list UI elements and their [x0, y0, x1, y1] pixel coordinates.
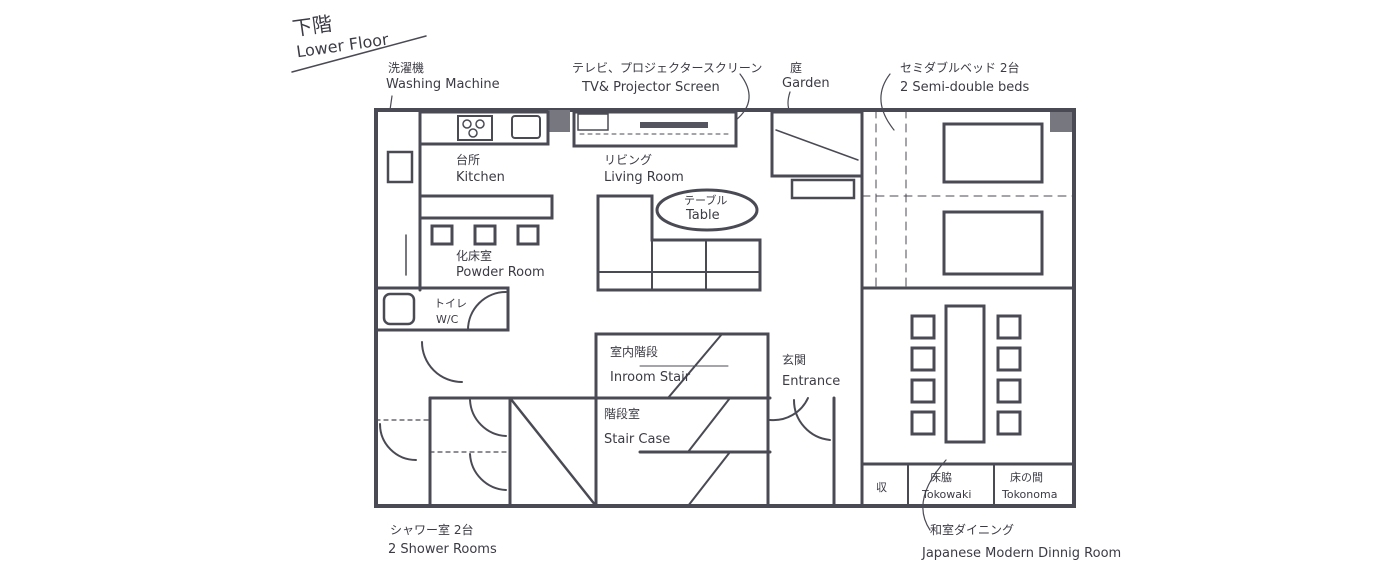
label-powder-en: Powder Room [456, 265, 545, 280]
label-kitchen-en: Kitchen [456, 170, 505, 185]
label-beds-en: 2 Semi-double beds [900, 80, 1030, 95]
label-living-en: Living Room [604, 170, 684, 185]
label-tokowaki-en: Tokowaki [922, 488, 972, 501]
label-entrance-jp: 玄関 [782, 353, 807, 367]
label-washing-en: Washing Machine [386, 77, 500, 92]
label-dining-jp: 和室ダイニング [930, 523, 1015, 537]
label-beds-jp: セミダブルベッド 2台 [900, 61, 1020, 75]
label-tokonoma-jp: 床の間 [1010, 471, 1043, 484]
label-inroom-jp: 室内階段 [610, 345, 659, 359]
label-storage: 収 [876, 481, 887, 494]
label-staircase-en: Stair Case [604, 432, 671, 447]
label-washing-jp: 洗濯機 [388, 61, 425, 75]
label-wc-en: W/C [436, 313, 459, 326]
label-wc-jp: トイレ [434, 297, 467, 310]
label-tokowaki-jp: 床脇 [930, 471, 952, 484]
label-staircase-jp: 階段室 [604, 407, 641, 421]
label-tokonoma-en: Tokonoma [1002, 488, 1058, 501]
label-table-en: Table [686, 208, 720, 223]
label-garden-jp: 庭 [790, 61, 803, 75]
label-inroom-en: Inroom Stair [610, 370, 691, 385]
label-living-jp: リビング [604, 153, 653, 167]
label-shower-jp: シャワー室 2台 [390, 523, 474, 537]
label-table-jp: テーブル [684, 194, 728, 207]
label-dining-en: Japanese Modern Dinnig Room [922, 546, 1122, 561]
label-powder-jp: 化床室 [456, 249, 493, 263]
label-tv-jp: テレビ、プロジェクタースクリーン [572, 61, 763, 75]
label-tv-en: TV& Projector Screen [582, 80, 720, 95]
label-garden-en: Garden [782, 76, 830, 91]
label-kitchen-jp: 台所 [456, 153, 481, 167]
label-entrance-en: Entrance [782, 374, 841, 389]
label-shower-en: 2 Shower Rooms [388, 542, 497, 557]
title-jp: 下階 [290, 11, 334, 41]
